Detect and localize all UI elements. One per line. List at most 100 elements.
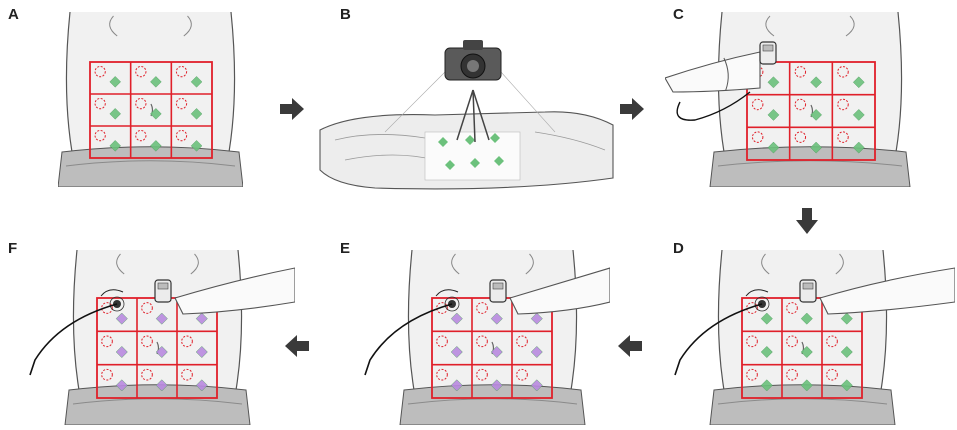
site-circle — [516, 335, 528, 348]
site-circle — [436, 368, 448, 381]
site-circle — [436, 335, 448, 348]
rib-line — [761, 253, 770, 275]
injection-marker — [852, 109, 865, 121]
injection-marker — [800, 345, 813, 359]
injection-marker — [530, 312, 543, 325]
waistband — [709, 146, 911, 187]
injection-marker — [530, 379, 543, 392]
injection-marker — [490, 133, 500, 143]
site-circle — [751, 98, 764, 111]
injection-marker — [155, 379, 168, 392]
move-arrow-icon — [100, 289, 124, 297]
arrow-left-icon — [618, 335, 642, 357]
waistband — [399, 384, 586, 425]
arrow-left-icon — [285, 335, 309, 357]
probe-ring — [109, 296, 125, 312]
injection-marker — [190, 76, 203, 88]
tripod-leg — [472, 89, 490, 141]
site-circle — [516, 368, 528, 381]
probe-cable — [364, 303, 453, 376]
site-circle — [135, 97, 147, 110]
injection-grid — [89, 61, 213, 159]
site-circle — [141, 335, 153, 348]
probe-cable — [676, 91, 751, 121]
site-circle — [135, 65, 147, 78]
probe-ring — [444, 296, 460, 312]
injection-marker — [190, 140, 203, 152]
rib-line — [835, 253, 844, 275]
site-circle — [476, 368, 488, 381]
rib-line — [190, 253, 199, 275]
probe-cable — [674, 303, 763, 376]
site-circle — [826, 335, 838, 348]
injection-marker — [465, 135, 475, 145]
site-circle — [794, 98, 807, 111]
site-circle — [746, 335, 758, 348]
rib-line — [183, 15, 192, 37]
site-circle — [175, 65, 188, 78]
injection-marker — [109, 76, 122, 88]
hand-sleeve — [819, 267, 955, 315]
site-circle — [751, 131, 764, 143]
device-window — [492, 282, 504, 290]
torso-right-outline — [570, 250, 578, 391]
rib-line — [451, 253, 460, 275]
tripod-leg — [472, 89, 476, 143]
hand-sleeve — [509, 267, 610, 315]
site-circle — [837, 66, 849, 78]
site-circle — [141, 368, 153, 381]
injection-marker — [195, 345, 208, 359]
waistband — [58, 146, 243, 187]
site-circle — [436, 302, 448, 314]
panel-b-camera-photo — [315, 20, 615, 195]
torso-right-outline — [235, 250, 243, 391]
injection-marker — [109, 140, 122, 152]
waistband — [64, 384, 251, 425]
torso-right-outline — [880, 250, 888, 391]
torso-right-outline — [895, 12, 903, 153]
injection-marker — [810, 76, 823, 89]
injection-marker — [450, 345, 463, 359]
injection-marker — [760, 312, 773, 325]
arrow-right-icon — [620, 98, 644, 120]
rib-line — [845, 15, 855, 37]
device-window — [802, 282, 814, 290]
injection-marker — [195, 312, 208, 325]
injection-marker — [490, 379, 503, 392]
injection-marker — [760, 345, 773, 359]
injection-marker — [852, 76, 865, 89]
hand-sleeve — [665, 51, 761, 93]
injection-marker — [767, 109, 780, 121]
site-circle — [181, 335, 193, 348]
injection-marker — [767, 76, 780, 89]
injection-marker — [115, 379, 128, 392]
panel-label-b: B — [340, 6, 351, 23]
site-circle — [837, 98, 849, 111]
rib-line — [109, 15, 118, 37]
camera-prism — [463, 40, 483, 50]
panel-c-torso-device — [665, 12, 955, 187]
injection-marker — [155, 345, 168, 359]
probe-cable — [29, 303, 118, 376]
injection-marker — [470, 158, 480, 168]
injection-marker — [438, 137, 448, 147]
device-window — [762, 44, 774, 52]
torso-right-outline — [228, 12, 236, 153]
torso-left-outline — [407, 250, 415, 391]
view-line — [384, 71, 446, 133]
rib-line — [765, 15, 775, 37]
site-circle — [476, 335, 488, 348]
arrow-down-icon — [796, 208, 818, 234]
injection-marker — [767, 141, 780, 154]
injection-marker — [190, 108, 203, 120]
rib-line — [525, 253, 534, 275]
site-circle — [746, 302, 758, 314]
injection-marker — [150, 108, 162, 120]
site-circle — [826, 368, 838, 381]
site-circle — [101, 302, 113, 314]
injection-marker — [800, 379, 813, 392]
injection-marker — [530, 345, 543, 359]
injection-marker — [810, 141, 823, 154]
injection-marker — [450, 379, 463, 392]
site-circle — [746, 368, 758, 381]
